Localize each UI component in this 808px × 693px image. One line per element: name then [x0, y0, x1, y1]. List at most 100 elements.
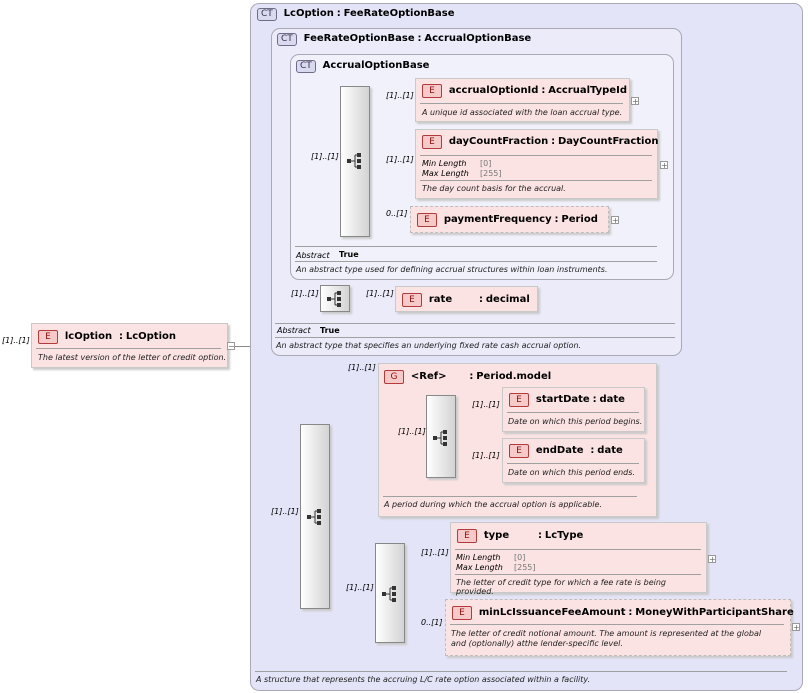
type-separator: : [628, 607, 633, 618]
divider [295, 246, 657, 247]
complex-type-doc: A structure that represents the accruing… [256, 675, 591, 684]
type-separator: : [554, 214, 559, 225]
element-icon: E [509, 444, 529, 458]
sequence-icon [307, 509, 321, 525]
type-separator: : [590, 445, 595, 456]
facet-label: Max Length [422, 169, 469, 178]
element-type: LcOption [125, 331, 176, 342]
element-doc: The letter of credit type for which a fe… [456, 578, 666, 596]
element-icon: E [452, 606, 472, 620]
collapse-toggle[interactable]: − [227, 342, 235, 351]
element-name: accrualOptionId [448, 85, 539, 96]
element-doc: Date on which this period begins. [508, 417, 643, 426]
divider [275, 323, 675, 324]
element-icon: E [422, 84, 442, 98]
expand-toggle[interactable]: + [631, 97, 639, 106]
element-name: endDate [535, 445, 584, 456]
group-name: <Ref> [410, 371, 447, 382]
lcoption-element[interactable]: E lcOption : LcOption The latest version… [31, 323, 228, 368]
type-multiplicity: [1]..[1] [421, 548, 449, 557]
complex-type-doc: An abstract type that specifies an under… [276, 341, 582, 350]
type-separator: : [592, 394, 597, 405]
abstract-label: Abstract [296, 251, 330, 260]
facet-label: Min Length [422, 159, 467, 168]
sequence-icon [327, 291, 341, 307]
type-separator: : [551, 136, 556, 147]
element-icon: E [509, 393, 529, 407]
abstract-value: True [320, 326, 340, 335]
facet-value: [0] [514, 553, 526, 562]
complex-type-icon: CT [257, 8, 277, 21]
sequence-compositor[interactable] [320, 285, 350, 312]
divider [255, 671, 787, 672]
divider [507, 412, 639, 413]
facet-label: Max Length [456, 563, 503, 572]
daycountfraction-element[interactable]: E dayCountFraction : DayCountFraction Mi… [415, 129, 658, 199]
type-separator: : [541, 85, 546, 96]
type-separator: : [336, 8, 341, 19]
connector [230, 346, 260, 347]
element-type: MoneyWithParticipantShare [635, 607, 794, 618]
rate-element[interactable]: E rate : decimal [395, 286, 538, 312]
element-type: Period [561, 214, 598, 225]
expand-toggle[interactable]: + [792, 623, 800, 632]
element-type: AccrualTypeId [548, 85, 627, 96]
element-type: LcType [544, 530, 584, 541]
complex-type-icon: CT [296, 60, 316, 73]
expand-toggle[interactable]: + [708, 555, 716, 564]
element-doc: The day count basis for the accrual. [422, 184, 566, 193]
element-doc: Date on which this period ends. [508, 468, 635, 477]
type-separator: : [118, 331, 123, 342]
sequence-compositor[interactable] [375, 543, 405, 643]
main-sequence-compositor[interactable] [300, 424, 330, 609]
root-multiplicity: [1]..[1] [2, 336, 30, 345]
sequence-compositor[interactable] [426, 395, 456, 478]
abstract-label: Abstract [277, 326, 311, 335]
type-separator: : [417, 33, 422, 44]
sequence-multiplicity: [1]..[1] [311, 152, 339, 161]
complex-type-icon: CT [277, 33, 297, 46]
complex-type-name: AccrualOptionBase [322, 60, 430, 71]
sequence-multiplicity: [1]..[1] [291, 289, 319, 298]
abstract-value: True [339, 250, 359, 259]
minfee-multiplicity: 0..[1] [421, 618, 443, 627]
facet-value: [0] [480, 159, 492, 168]
element-doc: The latest version of the letter of cred… [38, 353, 227, 362]
divider [455, 574, 701, 575]
accrualoptionid-element[interactable]: E accrualOptionId : AccrualTypeId A uniq… [415, 78, 630, 122]
facet-value: [255] [480, 169, 502, 178]
type-separator: : [479, 294, 483, 305]
accrualoptionid-multiplicity: [1]..[1] [386, 91, 414, 100]
facet-value: [255] [514, 563, 536, 572]
sequence-icon [347, 153, 361, 169]
element-name: minLcIssuanceFeeAmount [478, 607, 626, 618]
startdate-multiplicity: [1]..[1] [472, 400, 500, 409]
sequence-icon [433, 430, 447, 446]
element-doc: A unique id associated with the loan acc… [422, 108, 623, 117]
expand-toggle[interactable]: + [611, 216, 619, 225]
element-icon: E [417, 213, 437, 227]
sequence-compositor[interactable] [340, 86, 370, 237]
divider [507, 463, 639, 464]
group-multiplicity: [1]..[1] [348, 363, 376, 372]
group-doc: A period during which the accrual option… [384, 500, 602, 509]
paymentfrequency-multiplicity: 0..[1] [386, 209, 408, 218]
enddate-element[interactable]: E endDate : date Date on which this peri… [502, 438, 645, 483]
startdate-element[interactable]: E startDate : date Date on which this pe… [502, 387, 645, 432]
sequence-multiplicity: [1]..[1] [398, 427, 426, 436]
group-type: Period.model [476, 371, 552, 382]
type-element[interactable]: E type : LcType Min Length [0] Max Lengt… [450, 522, 707, 596]
paymentfrequency-element[interactable]: E paymentFrequency : Period [410, 206, 609, 233]
minlcissuancefeeamount-element[interactable]: E minLcIssuanceFeeAmount : MoneyWithPart… [445, 599, 794, 656]
element-name: type [483, 530, 510, 541]
element-name: dayCountFraction [448, 136, 549, 147]
expand-toggle[interactable]: + [660, 161, 668, 170]
main-sequence-multiplicity: [1]..[1] [271, 507, 299, 516]
divider [295, 261, 657, 262]
facet-label: Min Length [456, 553, 501, 562]
element-type: date [599, 394, 625, 405]
divider [420, 180, 652, 181]
element-icon: E [457, 529, 477, 543]
divider [275, 337, 675, 338]
complex-type-base: AccrualOptionBase [424, 33, 532, 44]
